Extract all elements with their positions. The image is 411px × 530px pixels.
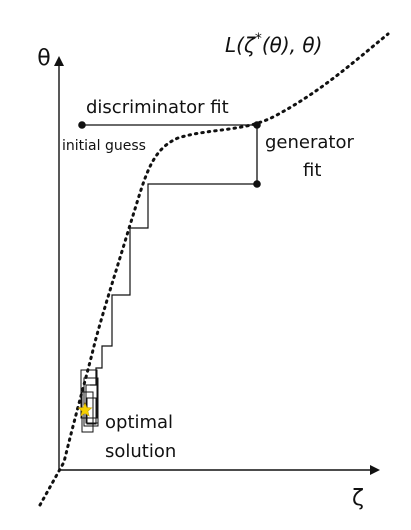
discriminator-fit-label: discriminator fit xyxy=(86,97,229,118)
optimal-solution-label-line1: optimal xyxy=(105,412,173,433)
generator-fit-label-line1: generator xyxy=(265,132,354,153)
generator-fit-top-point xyxy=(253,121,261,129)
optimal-solution-label-line2: solution xyxy=(105,441,176,462)
initial-guess-label: initial guess xyxy=(62,138,146,154)
curve-label: L(ζ*(θ), θ) xyxy=(225,31,322,57)
optimal-solution-star-icon xyxy=(77,402,93,417)
y-axis-label: θ xyxy=(37,46,50,71)
oscillation-box-3 xyxy=(85,384,99,424)
oscillation-box-1 xyxy=(80,369,98,419)
generator-fit-label-line2: fit xyxy=(303,160,321,181)
loss-curve xyxy=(38,32,390,507)
initial-guess-point xyxy=(78,121,86,129)
x-axis-label: ζ xyxy=(352,486,364,511)
optimization-staircase xyxy=(90,183,257,386)
